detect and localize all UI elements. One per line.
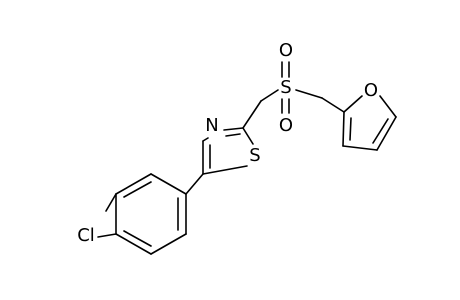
ring-bond: [105, 193, 117, 212]
sulfonyl-top-oxygen-label: O: [279, 40, 293, 61]
thiazole-methylene-bond: [242, 100, 262, 129]
sulfonyl-methylene-bond: [295, 89, 323, 99]
chloro-bond: [97, 233, 117, 238]
thiazole-inner-bond: [225, 133, 241, 137]
furan-ring: [342, 95, 397, 151]
furan-bond: [342, 145, 378, 151]
ring-bond: [115, 233, 152, 255]
thiazole-bond: [242, 127, 254, 145]
furan-inner-bond: [372, 118, 389, 144]
sulfonyl-bottom-oxygen-label: O: [279, 115, 293, 136]
chlorine-label: Cl: [77, 225, 95, 246]
aromatic-inner-bond: [123, 230, 152, 247]
aryl-thiazole-bond: [185, 173, 204, 195]
methylene-furan-bond: [321, 97, 345, 113]
thiazole-bond: [223, 127, 244, 131]
thiazole-sulfur-label: S: [249, 145, 260, 166]
thiazole-nitrogen-label: N: [205, 115, 218, 136]
aromatic-inner-bond: [123, 181, 152, 198]
methylene-sulfonyl-bond: [260, 89, 279, 102]
furan-oxygen-label: O: [364, 80, 378, 101]
ring-bond: [150, 173, 187, 195]
furan-bond: [342, 111, 345, 147]
thiazole-ring: [185, 127, 254, 195]
ring-bond: [150, 233, 187, 255]
chlorophenyl-ring: [97, 173, 187, 255]
furan-inner-bond: [349, 117, 352, 141]
thiazole-bond: [202, 165, 248, 175]
linker-chain: [242, 61, 345, 129]
ring-bond: [115, 173, 152, 195]
furan-bond: [379, 95, 397, 118]
thiazole-bond: [202, 137, 209, 142]
sulfonyl-sulfur-label: S: [280, 77, 291, 98]
furan-bond: [343, 95, 363, 113]
furan-bond: [376, 116, 397, 151]
